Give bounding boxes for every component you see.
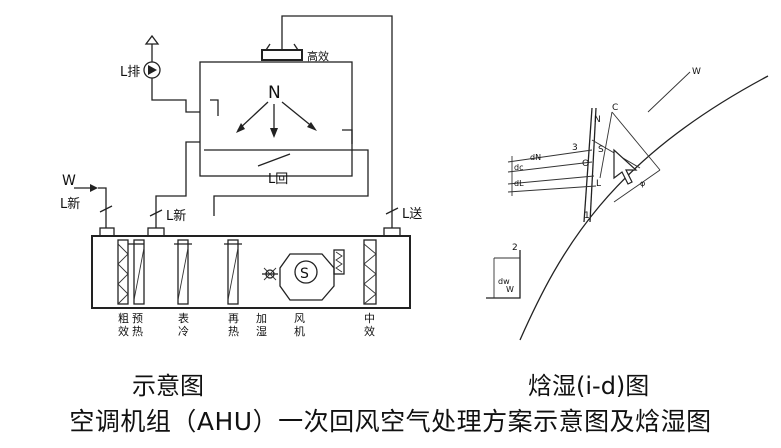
mid-filter xyxy=(363,239,377,305)
hepa-filter-label: 高效 xyxy=(307,49,329,63)
hepa-filter xyxy=(261,49,303,61)
w-point-lines xyxy=(486,250,521,299)
point-l: L xyxy=(596,179,601,189)
supply-fan: S xyxy=(279,249,345,301)
point-two: 2 xyxy=(512,243,518,253)
section-label-fan: 风机 xyxy=(294,312,305,338)
fan-symbol: S xyxy=(300,266,309,282)
process-line-vertical-2 xyxy=(589,107,597,223)
exhaust-fan-label: L排 xyxy=(120,65,140,80)
psychro-chart: W C N 3 S O L 1 dN dc dL φ 2 dw W xyxy=(486,67,769,341)
label-phi: φ xyxy=(640,179,645,188)
return-air-label: L回 xyxy=(268,172,288,187)
room-diffusion-arrows xyxy=(236,101,317,138)
mix-line xyxy=(599,111,613,179)
label-dl: dL xyxy=(514,179,524,188)
room-line xyxy=(611,111,661,171)
return-duct xyxy=(213,149,369,216)
ahu-casing xyxy=(91,235,411,309)
point-s: S xyxy=(598,145,604,155)
supply-air-label: L送 xyxy=(402,207,422,222)
point-c: C xyxy=(612,103,618,113)
fresh-air-duct xyxy=(98,187,107,228)
psychro-caption: 焓湿(i-d)图 xyxy=(528,372,650,400)
d-line-4 xyxy=(507,185,597,193)
d-line-2 xyxy=(507,161,593,173)
return-grille-left xyxy=(210,99,219,116)
section-label-mid: 中效 xyxy=(364,312,375,338)
preheat-coil xyxy=(128,239,145,305)
supply-damper xyxy=(385,207,399,215)
phi-leader xyxy=(647,71,691,113)
room-label: N xyxy=(268,83,281,103)
fresh-air-damper xyxy=(99,205,113,213)
point-o: O xyxy=(582,159,589,169)
ahu-schematic: N 高效 L送 L排 xyxy=(60,15,422,338)
section-label-humid: 加湿 xyxy=(256,312,267,338)
section-label-reheat: 再热 xyxy=(228,312,239,338)
cooling-coil xyxy=(174,239,192,305)
return-damper xyxy=(257,153,291,167)
section-labels: 粗效 预热 表冷 再热 加湿 风机 中效 xyxy=(118,311,375,338)
label-dn: dN xyxy=(530,153,541,162)
pre-filter xyxy=(117,239,129,305)
section-label-preheat: 预热 xyxy=(132,312,143,338)
section-label-cool: 表冷 xyxy=(178,311,189,338)
fresh-air-label: W xyxy=(62,173,76,189)
mix-air-label: L新 xyxy=(166,208,186,224)
return-grille-right xyxy=(342,129,353,144)
supply-duct xyxy=(281,15,393,228)
point-n: N xyxy=(594,115,601,125)
mix-damper xyxy=(149,209,163,217)
main-caption: 空调机组（AHU）一次回风空气处理方案示意图及焓湿图 xyxy=(69,407,712,436)
return-duct-left-stub xyxy=(185,141,200,154)
label-w-small: W xyxy=(506,285,514,294)
reheat-coil xyxy=(224,239,242,305)
d-line-1 xyxy=(507,149,593,163)
humidifier xyxy=(262,267,278,281)
point-three: 3 xyxy=(572,143,578,153)
saturation-curve xyxy=(519,75,769,341)
section-label-pre: 粗效 xyxy=(118,312,129,338)
phi-label: W xyxy=(692,67,701,77)
point-one: 1 xyxy=(584,211,590,221)
room-box xyxy=(199,61,353,177)
process-line-vertical xyxy=(583,107,593,223)
exhaust-fan: L排 xyxy=(120,34,200,113)
label-dc: dc xyxy=(514,163,523,172)
d-line-3 xyxy=(507,175,595,185)
schematic-caption: 示意图 xyxy=(132,372,204,400)
label-dw: dw xyxy=(498,277,510,286)
pointer-arrow-icon xyxy=(613,148,638,185)
fresh-air-flow-label: L新 xyxy=(60,196,80,212)
mix-duct xyxy=(155,154,187,228)
room-line-2 xyxy=(613,169,661,203)
